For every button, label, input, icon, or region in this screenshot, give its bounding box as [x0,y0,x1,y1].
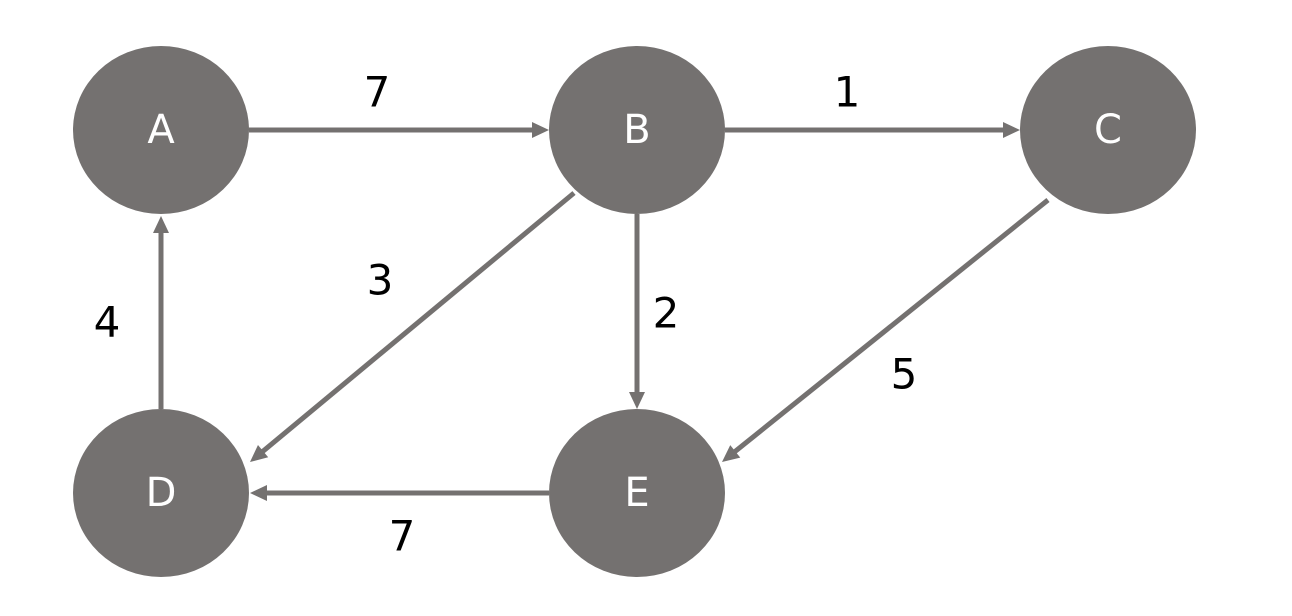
edge-weight-b-d: 3 [367,256,394,305]
edge-weight-a-b: 7 [364,68,391,117]
node-d: D [73,409,249,577]
nodes-layer: A B C D E [73,46,1196,577]
node-label: A [147,107,175,153]
arrowhead-icon [250,485,267,501]
edge-weight-c-e: 5 [891,350,918,399]
arrowhead-icon [722,445,741,462]
node-circle [73,409,249,577]
node-label: B [623,107,650,153]
edge-line [259,191,576,455]
edge-weight-d-a: 4 [94,298,121,347]
arrowhead-icon [1003,122,1020,138]
node-b: B [549,46,725,214]
edge-c-to-e [722,198,1050,462]
edges-layer [153,122,1050,501]
edge-weight-b-e: 2 [653,289,680,338]
edge-b-to-c [725,122,1020,138]
node-label: C [1094,107,1122,153]
node-circle [549,46,725,214]
node-label: E [624,470,649,516]
arrowhead-icon [629,392,645,409]
edge-b-to-d [250,191,576,462]
node-a: A [73,46,249,214]
arrowhead-icon [250,444,269,462]
node-e: E [549,409,725,577]
node-label: D [146,470,177,516]
edge-a-to-b [249,122,549,138]
edge-weight-e-d: 7 [389,512,416,561]
arrowhead-icon [153,216,169,233]
node-circle [549,409,725,577]
edge-e-to-d [250,485,549,501]
edge-line [732,198,1050,455]
node-circle [73,46,249,214]
weights-layer: 7 1 3 2 5 4 7 [94,68,918,561]
edge-d-to-a [153,216,169,409]
node-c: C [1020,46,1196,214]
arrowhead-icon [532,122,549,138]
node-circle [1020,46,1196,214]
edge-weight-b-c: 1 [834,68,861,117]
edge-b-to-e [629,214,645,409]
